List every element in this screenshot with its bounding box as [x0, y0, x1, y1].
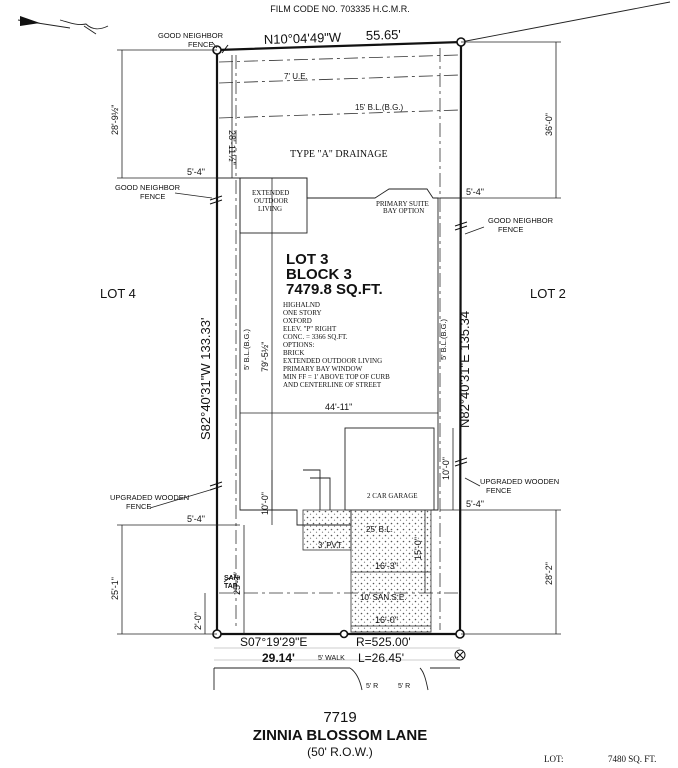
- street-name: ZINNIA BLOSSOM LANE: [253, 727, 427, 744]
- driveway: [350, 509, 432, 633]
- lot-detail-line: OPTIONS:: [283, 341, 315, 349]
- upgraded-fence-left: UPGRADED WOODEN: [110, 493, 189, 502]
- neighbor-lot-right: LOT 2: [530, 286, 566, 301]
- dimension-label: 44'-11": [325, 402, 352, 412]
- dimension-label: 25'-1": [110, 577, 120, 600]
- dimension-label: 28'-2": [544, 562, 554, 585]
- sanitary-tap-label: TAP: [224, 583, 238, 590]
- dimension-label: 16'-3": [375, 561, 398, 571]
- lot-detail-line: PRIMARY BAY WINDOW: [283, 365, 363, 373]
- fence-offset-line: [218, 54, 460, 63]
- fence-label-right: GOOD NEIGHBOR: [488, 216, 554, 225]
- lot-details: HIGHALND ONE STORY OXFORD ELEV. "P" RIGH…: [283, 301, 390, 389]
- pavement-label: 3' PVT.: [318, 541, 343, 550]
- fence-label-right: FENCE: [498, 225, 523, 234]
- front-building-line-label: 25' B.L.: [366, 525, 393, 534]
- bearing-south-distance: 29.14': [262, 651, 295, 665]
- side-building-line-left-label: 5' B.L.(B.G.): [242, 328, 251, 370]
- rear-building-line: [218, 109, 460, 119]
- lot-number: LOT 3: [286, 251, 329, 268]
- film-code: FILM CODE NO. 703335 H.C.M.R.: [270, 4, 410, 14]
- dimension-label: 79'-5½": [260, 342, 270, 372]
- north-arrow-icon: [17, 16, 109, 35]
- fence-label-left: FENCE: [140, 192, 165, 201]
- neighbor-lot-left: LOT 4: [100, 286, 136, 301]
- curve-radius: R=525.00': [356, 635, 411, 649]
- fence-marks: [209, 44, 468, 491]
- dimension-label: 25'-1": [232, 572, 242, 595]
- lot-detail-line: MIN FF = 1' ABOVE TOP OF CURB: [283, 373, 390, 381]
- corner-monuments: [212, 37, 466, 639]
- lot-detail-line: BRICK: [283, 349, 304, 357]
- bearing-north: N10°04'49"W: [264, 30, 342, 47]
- extension-line: [460, 1, 671, 43]
- bay-option-label: BAY OPTION: [383, 207, 424, 215]
- address-number: 7719: [323, 709, 356, 726]
- curve-length: L=26.45': [358, 651, 404, 665]
- dimension-label: 28'-9½": [110, 105, 120, 135]
- sanitary-easement-label: 10' SAN.S.E.: [360, 593, 406, 602]
- curb-radius-right: 5' R: [398, 683, 410, 690]
- property-boundary: [215, 40, 463, 636]
- sanitary-tap-label: SAN: [224, 575, 239, 582]
- dimension-label: 5'-4": [187, 514, 205, 524]
- outdoor-living-label: LIVING: [258, 205, 282, 213]
- curb-return-left: [349, 667, 363, 691]
- upgraded-fence-right: FENCE: [486, 486, 511, 495]
- lot-detail-line: CONC. = 3366 SQ.FT.: [283, 333, 348, 341]
- drainage-label: TYPE "A" DRAINAGE: [290, 149, 388, 160]
- dimension-label: 16'-0": [375, 615, 398, 625]
- lot-detail-line: ELEV. "P" RIGHT: [283, 325, 337, 333]
- rear-building-line-label: 15' B.L.(B.G.): [355, 103, 404, 112]
- curb-return-right: [419, 667, 429, 691]
- outdoor-living-label: OUTDOOR: [254, 197, 289, 205]
- lot-detail-line: OXFORD: [283, 317, 312, 325]
- lot-detail-line: HIGHALND: [283, 301, 320, 309]
- fence-label-left: GOOD NEIGHBOR: [115, 183, 181, 192]
- dimension-label: 10'-0": [441, 457, 451, 480]
- footer-lot-area: 7480 SQ. FT.: [608, 754, 656, 764]
- upgraded-fence-left: FENCE: [126, 502, 151, 511]
- fence-label-top: FENCE: [188, 40, 213, 49]
- dimension-lines: [117, 41, 561, 635]
- lot-detail-line: EXTENDED OUTDOOR LIVING: [283, 357, 382, 365]
- bay-option-label: PRIMARY SUITE: [376, 200, 429, 208]
- lot-detail-line: ONE STORY: [283, 309, 322, 317]
- bearing-west: S82°40'31"W 133.33': [198, 318, 213, 440]
- cleanout-symbol-icon: [454, 649, 466, 661]
- dimension-label: 5'-4": [187, 167, 205, 177]
- block-number: BLOCK 3: [286, 266, 352, 283]
- dimension-label: 5'-4": [466, 187, 484, 197]
- dimension-label: 28'-11½": [227, 130, 237, 165]
- fence-label-top: GOOD NEIGHBOR: [158, 31, 224, 40]
- outdoor-living-label: EXTENDED: [252, 189, 289, 197]
- leader-lines: [149, 41, 485, 583]
- footer-lot-label: LOT:: [544, 754, 564, 764]
- utility-easement-label: 7' U.E.: [284, 72, 308, 81]
- utility-easement-line: [218, 74, 460, 84]
- dimension-label: 36'-0": [544, 113, 554, 136]
- bearing-south: S07°19'29"E: [240, 635, 307, 649]
- side-building-line-right-label: 5' B.L.(B.G.): [439, 318, 448, 360]
- dimension-label: 5'-4": [466, 499, 484, 509]
- dimension-label: 15'-0": [413, 537, 423, 560]
- front-walkway: [302, 509, 352, 551]
- dimension-label: 10'-0": [260, 492, 270, 515]
- right-of-way: (50' R.O.W.): [307, 745, 373, 759]
- bearing-east: N82°40'31"E 135.34: [457, 311, 472, 428]
- dimension-label: 2'-0": [193, 612, 203, 630]
- lot-area: 7479.8 SQ.FT.: [286, 281, 383, 298]
- garage-label: 2 CAR GARAGE: [367, 492, 418, 500]
- curb-radius-left: 5' R: [366, 683, 378, 690]
- outdoor-living-area: [239, 177, 308, 234]
- garage-walls: [303, 469, 331, 510]
- lot-detail-line: AND CENTERLINE OF STREET: [283, 381, 382, 389]
- upgraded-fence-right: UPGRADED WOODEN: [480, 477, 559, 486]
- walk-label: 5' WALK: [318, 655, 345, 662]
- bearing-north-distance: 55.65': [366, 27, 401, 43]
